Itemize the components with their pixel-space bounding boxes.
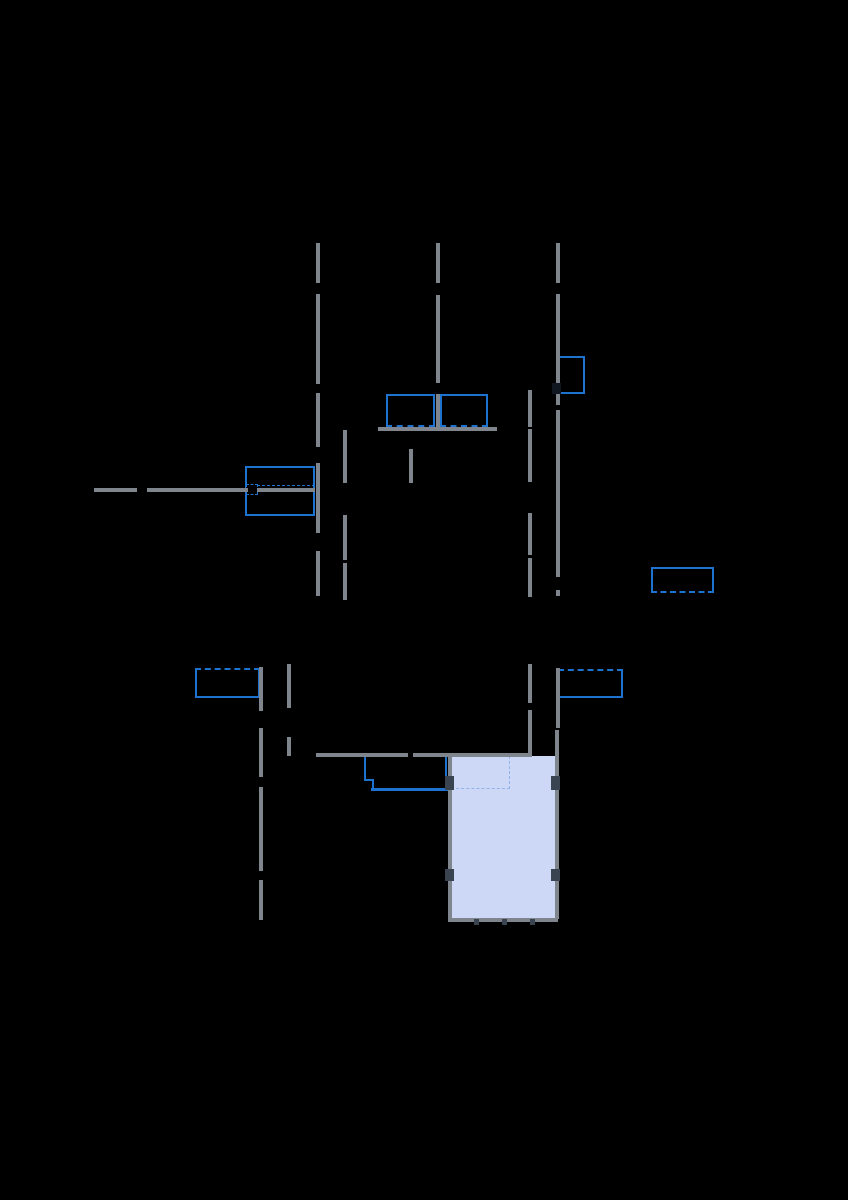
annotation-rect-floating-box[interactable] xyxy=(651,567,714,593)
room-guide-dashed xyxy=(509,756,510,789)
wall-segment xyxy=(343,563,347,600)
column-block xyxy=(551,776,560,790)
column-block xyxy=(445,869,454,881)
wall-segment xyxy=(378,427,497,431)
wall-segment xyxy=(409,449,413,483)
wall-segment xyxy=(528,558,532,597)
wall-segment xyxy=(448,756,452,777)
wall-segment xyxy=(436,243,440,283)
room-highlight[interactable] xyxy=(451,756,556,921)
wall-segment xyxy=(555,790,559,870)
wall-segment xyxy=(287,737,291,756)
wall-segment xyxy=(316,551,320,596)
wall-segment xyxy=(555,881,559,919)
annotation-rect-lower-left-box[interactable] xyxy=(195,668,260,698)
wall-segment xyxy=(343,430,347,483)
annotation-rect-closet-top[interactable] xyxy=(559,356,585,394)
annotation-line[interactable] xyxy=(371,788,449,791)
wall-segment xyxy=(259,728,263,777)
wall-segment xyxy=(94,488,137,492)
column-block xyxy=(551,869,560,881)
wall-segment xyxy=(528,710,532,757)
annotation-rect-lower-right-box[interactable] xyxy=(558,669,623,698)
wall-segment xyxy=(316,393,320,447)
wall-segment xyxy=(316,243,320,283)
wall-segment xyxy=(413,753,531,757)
wall-segment xyxy=(343,515,347,560)
annotation-dashed-line xyxy=(257,485,315,486)
wall-segment xyxy=(259,787,263,871)
annotation-line[interactable] xyxy=(372,779,374,790)
annotation-line[interactable] xyxy=(364,756,366,781)
room-guide-dashed xyxy=(451,788,510,789)
floor-tick xyxy=(530,919,535,925)
wall-segment xyxy=(556,294,560,405)
wall-segment xyxy=(556,590,560,596)
wall-segment xyxy=(448,881,452,919)
wall-segment xyxy=(556,410,560,577)
wall-segment xyxy=(436,295,440,383)
wall-segment xyxy=(147,488,248,492)
wall-segment xyxy=(555,730,559,777)
wall-segment xyxy=(528,513,532,555)
wall-segment xyxy=(316,294,320,384)
wall-segment xyxy=(556,243,560,283)
wall-segment xyxy=(316,463,320,533)
annotation-line[interactable] xyxy=(364,779,374,781)
column-block xyxy=(445,776,454,790)
wall-segment xyxy=(448,790,452,870)
wall-segment xyxy=(528,664,532,703)
wall-segment xyxy=(528,429,532,482)
annotation-rect-fixture-right[interactable] xyxy=(440,394,488,427)
annotation-line[interactable] xyxy=(445,756,447,781)
wall-segment xyxy=(287,664,291,708)
wall-segment xyxy=(257,488,315,492)
floor-tick xyxy=(502,919,507,925)
wall-segment xyxy=(259,880,263,920)
door-block xyxy=(552,383,561,394)
wall-segment xyxy=(556,668,560,728)
wall-segment xyxy=(528,390,532,427)
annotation-rect-fixture-left[interactable] xyxy=(386,394,435,427)
wall-segment xyxy=(436,394,440,428)
floor-tick xyxy=(474,919,479,925)
wall-segment xyxy=(259,667,263,711)
wall-segment xyxy=(316,753,408,757)
